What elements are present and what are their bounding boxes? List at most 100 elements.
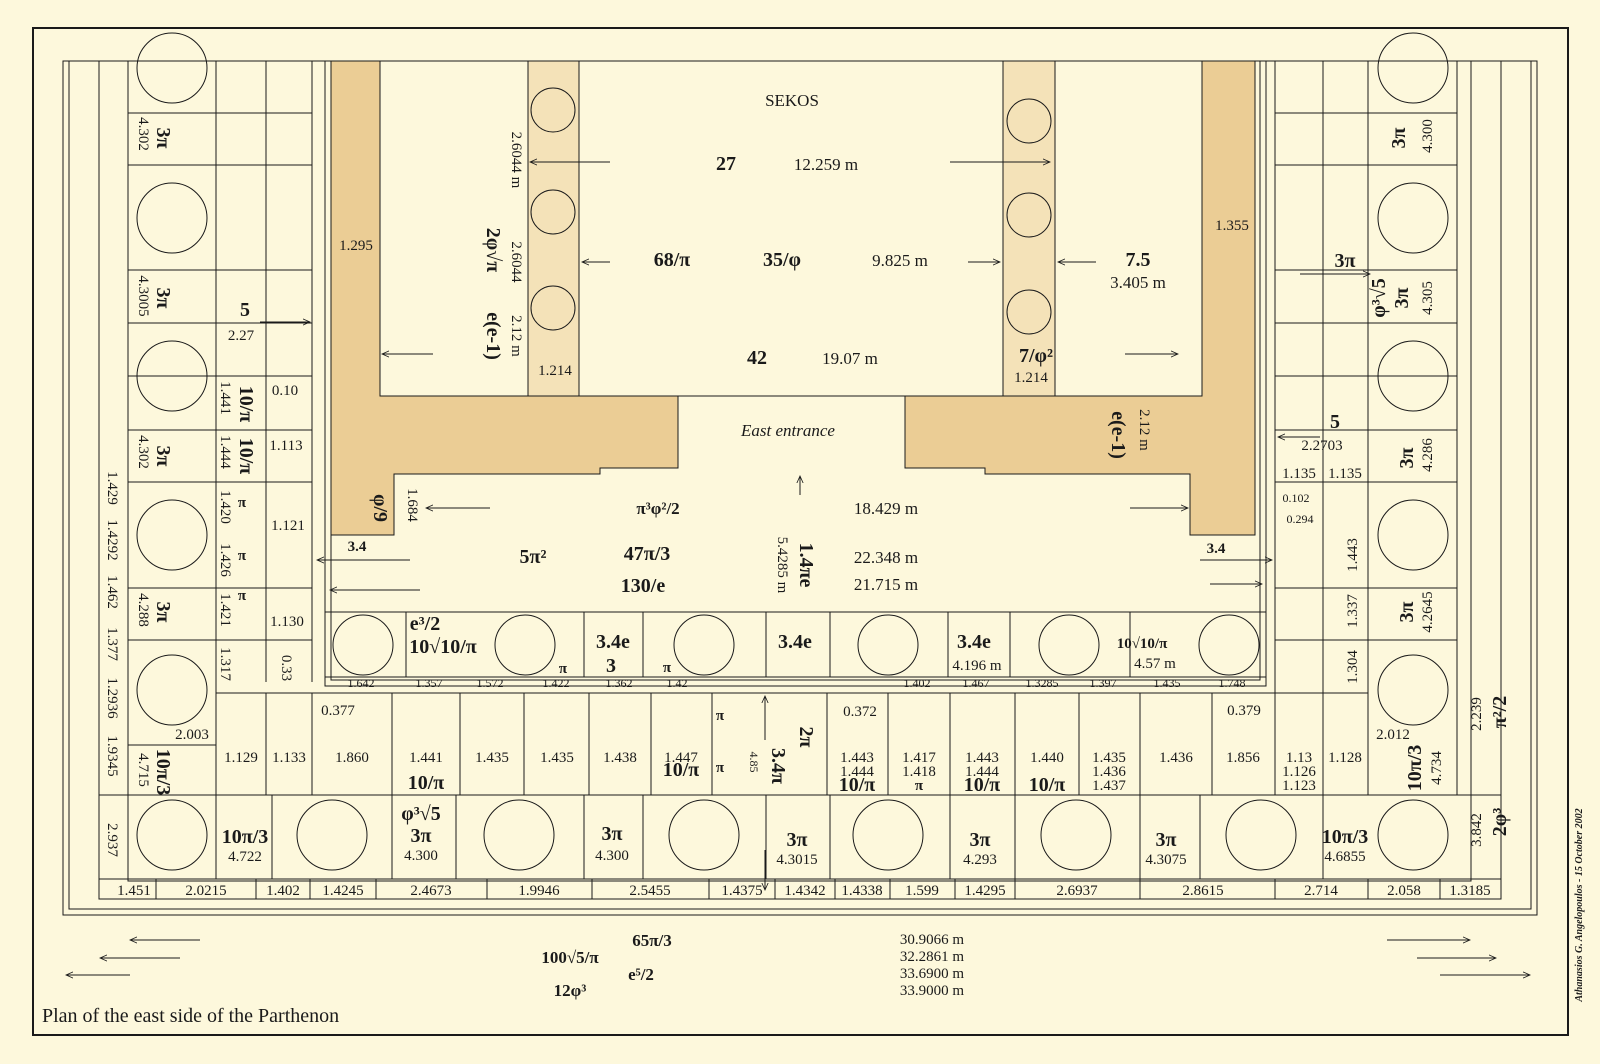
right-wall-width: 1.355 [1215,218,1249,234]
total-expr-4: 12φ³ [554,981,587,1000]
mr-val-9: 1.443 [840,750,874,766]
bd-2: 2.0215 [185,883,226,899]
pronaos-right-34: 3.4 [1207,541,1226,557]
lo-5: 1.2936 [104,677,120,719]
pronaos-expr3: 130/e [621,575,666,597]
mr-val-7: 1.438 [603,750,637,766]
outer-colonnade [99,795,1501,880]
credit-text: Athanasios G. Angelopoulos - 15 October … [1574,808,1585,1002]
mr-val-3: 1.860 [335,750,369,766]
bottom-dim-dividers [155,879,1441,899]
total-val-4: 33.9000 m [900,983,965,999]
mr-val-2: 1.133 [272,750,306,766]
mr-expr-1: 10/π [408,772,445,794]
ic-dim-9: 1.3285 [1026,676,1059,690]
ls-18: 10/π [235,386,257,423]
rs-18: 1.337 [1345,594,1361,628]
ro-3: 3.842 [1469,813,1485,847]
ic-dim-3: 1.572 [477,676,504,690]
oc-label-11: 4.293 [963,852,997,868]
mr-val-6: 1.435 [540,750,574,766]
mr-val-14: 1.444 [965,764,999,780]
bottom-dims: 1.451 2.0215 1.402 1.4245 2.4673 1.9946 … [117,883,1491,899]
oc-label-13: 4.3075 [1145,852,1186,868]
ic-dim-7: 1.402 [904,676,931,690]
ls-27: 1.421 [217,593,233,627]
right-band-expr: 7/φ² [1019,345,1053,367]
bd-17: 1.3185 [1449,883,1490,899]
mr-val-4: 1.441 [409,750,443,766]
mr-val-19: 1.436 [1159,750,1193,766]
bd-10: 1.4338 [841,883,882,899]
ls-19: 1.441 [217,381,233,415]
lo-3: 1.462 [104,575,120,609]
rs-10: 1.135 [1328,466,1362,482]
bd-13: 2.6937 [1056,883,1098,899]
left-aisle-expr2: e(e-1) [482,312,504,360]
rs-3: 3π [1335,250,1356,272]
bd-4: 1.4245 [322,883,363,899]
mr-top-5: π [716,760,725,776]
oc-label-8: 3π [787,829,808,851]
left-aisle-b: 2.6044 [508,241,524,283]
rs-19: 1.304 [1345,650,1361,684]
outer-frame [32,27,1569,1036]
ic-dim-10: 1.397 [1090,676,1117,690]
mr-top-7: 3.4π [767,748,789,784]
ic-label-2: 10√10/π [409,636,477,658]
ic-dim-12: 1.748 [1219,676,1246,690]
left-wall [330,60,679,536]
right-wall-dim: 2.12 m [1136,409,1152,451]
sekos-value-2: 9.825 m [872,251,928,270]
mr-expr-3: 10/π [839,774,876,796]
ls-11: 5 [240,299,250,321]
ls-1: 3π [152,128,174,149]
ls-28: 1.317 [217,647,233,681]
inner-colonnade [325,611,1266,678]
mr-val-24: 1.128 [1328,750,1362,766]
bd-7: 2.5455 [629,883,670,899]
left-peristyle [99,32,1501,796]
left-wall-width: 1.295 [339,238,373,254]
total-val-3: 33.6900 m [900,966,965,982]
inner-colonnade-dims: 1.642 1.357 1.572 1.422 1.362 1.42 1.402… [348,676,1246,690]
total-expr-1: 65π/3 [632,931,672,950]
lo-4: 1.377 [104,627,120,661]
bd-14: 2.8615 [1182,883,1223,899]
dimension-arrows [66,162,1530,975]
right-aisle-value: 3.405 m [1110,273,1166,292]
ls-13: 0.10 [272,383,298,399]
oc-label-12: 3π [1156,829,1177,851]
rs-2: 4.300 [1420,119,1436,153]
ls-17: 0.33 [278,655,294,681]
rs-21: 4.734 [1429,751,1445,785]
pronaos-val2: 22.348 m [854,548,918,567]
rs-8: 2.2703 [1301,438,1342,454]
ic-dim-11: 1.435 [1154,676,1181,690]
rs-1: 3π [1388,127,1410,148]
sekos-value-3: 19.07 m [822,349,878,368]
mr-val-20: 1.856 [1226,750,1260,766]
oc-label-1: 10π/3 [222,826,269,848]
ls-7: 3π [152,602,174,623]
bd-5: 2.4673 [410,883,451,899]
ls-21: 1.444 [217,435,233,469]
pronaos-1684: 1.684 [404,488,420,522]
oc-label-4: 3π [411,825,432,847]
bd-16: 2.058 [1387,883,1421,899]
pronaos-expr1: π³φ²/2 [636,499,679,518]
lo-2: 1.4292 [104,519,120,560]
mr-top-8: 4.85 [747,752,761,773]
oc-label-7: 4.300 [595,848,629,864]
rs-15: 3π [1396,601,1418,622]
ic-dim-8: 1.467 [963,676,990,690]
ls-20: 10/π [235,438,257,475]
pronaos-val1: 18.429 m [854,499,918,518]
ic-label-9: 4.196 m [952,658,1002,674]
bd-11: 1.599 [905,883,939,899]
ls-24: π [238,548,247,564]
ls-9: 10π/3 [152,749,174,796]
mr-val-15: 1.440 [1030,750,1064,766]
sekos-ratio-27: 27 [716,153,736,175]
mr-val-21: 1.13 [1286,750,1312,766]
